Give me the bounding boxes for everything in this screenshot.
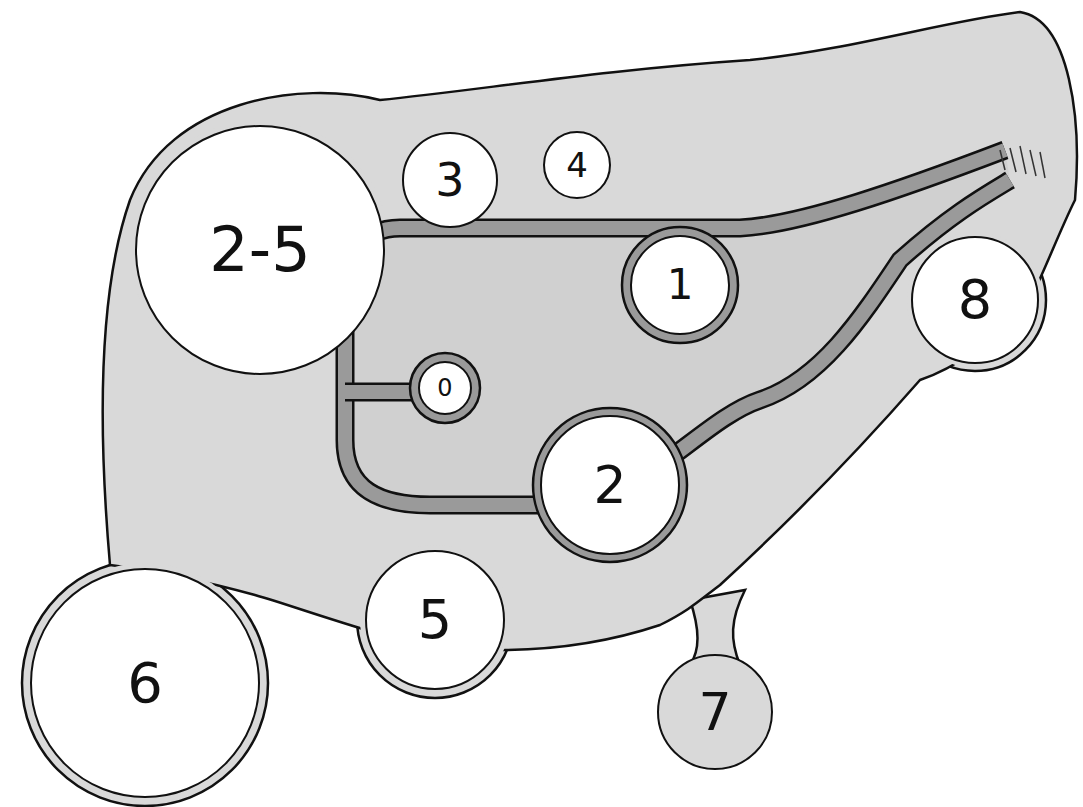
- fibroid-circle: 4: [543, 131, 611, 199]
- halo-fill: [907, 232, 1043, 368]
- callout-number: 7: [698, 686, 731, 738]
- halo-fill: [360, 545, 510, 695]
- halo-fill: [25, 563, 265, 803]
- callout-number: 6: [127, 655, 163, 711]
- fibroid-circle: 0: [418, 361, 472, 415]
- fibroid-circle: 6: [30, 568, 260, 798]
- callout-number: 2: [593, 459, 626, 511]
- callout-number: 3: [435, 157, 464, 203]
- fibroid-circle: 7: [657, 654, 773, 770]
- ring: [622, 227, 738, 343]
- ring: [533, 408, 687, 562]
- callout-number: 4: [566, 148, 588, 182]
- halo: [22, 560, 268, 806]
- callout-number: 0: [437, 376, 452, 400]
- cervix-folds: [1000, 146, 1045, 178]
- fibroid-circle: 2: [540, 415, 680, 555]
- fibroid-circle: 5: [365, 550, 505, 690]
- fibroid-circle: 2-5: [135, 125, 385, 375]
- callout-number: 5: [418, 593, 452, 647]
- fibroid-circle: 3: [402, 132, 498, 228]
- callout-number: 8: [958, 273, 992, 327]
- uterus-body: [103, 12, 1077, 650]
- callout-number: 1: [667, 264, 694, 306]
- fibroid-circle: 1: [630, 235, 730, 335]
- ring: [410, 353, 480, 423]
- fibroid-circle: 8: [911, 236, 1039, 364]
- callout-number: 2-5: [209, 219, 310, 281]
